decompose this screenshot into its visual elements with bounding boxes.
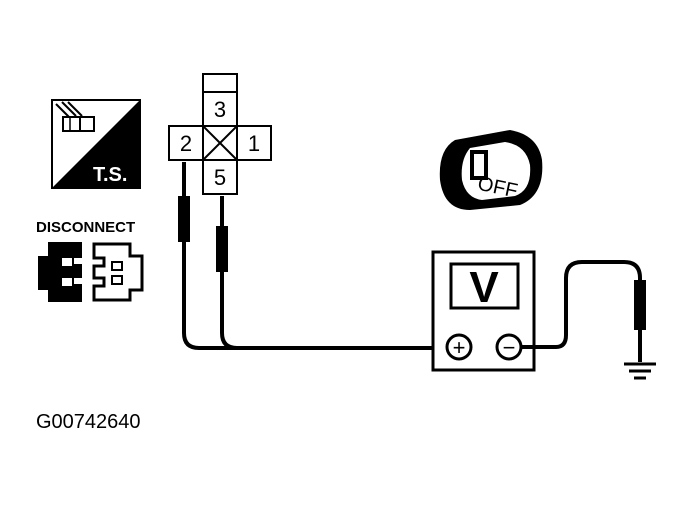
ground-icon [624,362,656,380]
pin-5-label: 5 [214,165,226,190]
ground-lead [521,260,646,362]
positive-terminal-label: + [453,335,466,360]
disconnect-label: DISCONNECT [36,219,135,236]
negative-terminal-label: − [503,335,516,360]
disconnect-icon: DISCONNECT [36,219,144,302]
pin-3-label: 3 [214,97,226,122]
ts-label: T.S. [93,164,127,186]
voltmeter-display: V [469,263,499,312]
probe-wires [178,162,445,350]
figure-id: G00742640 [36,411,141,433]
probe-tip [634,280,646,330]
connector-test-icon [55,101,95,132]
positive-terminal [445,333,473,361]
pin-1-label: 1 [248,131,260,156]
disconnect-connector-icon [38,242,144,302]
connector: 3 2 1 5 [168,73,272,195]
ts-icon: T.S. [51,99,141,189]
probe-tip [178,196,190,242]
ignition-key-icon: OFF [439,130,543,210]
voltmeter: V + − [431,250,536,372]
probe-tip [216,226,228,272]
pin-2-label: 2 [180,131,192,156]
